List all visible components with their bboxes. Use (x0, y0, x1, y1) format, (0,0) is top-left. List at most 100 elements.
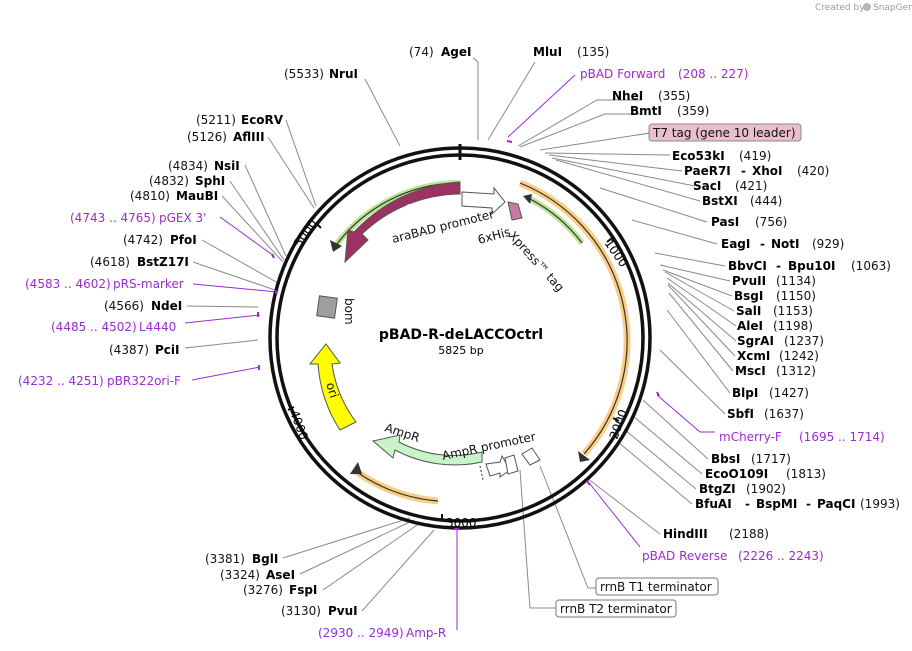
feature-t7-tag[interactable]: T7 tag (gene 10 leader) (648, 123, 802, 142)
site-FspI[interactable]: (3276) FspI (243, 583, 317, 597)
svg-text:PciI: PciI (155, 343, 180, 357)
ampR-promoter-arrow[interactable] (485, 454, 511, 478)
site-PfoI[interactable]: (4742) PfoI (123, 233, 197, 247)
svg-text:(756): (756) (755, 215, 787, 229)
svg-text:-: - (745, 497, 750, 511)
site-BbvCI-Bpu10I[interactable]: BbvCI - Bpu10I (1063) (728, 259, 891, 273)
site-BsgI[interactable]: BsgI (1150) (734, 289, 816, 303)
svg-text:PaeR7I: PaeR7I (684, 164, 731, 178)
primer-pBAD-Forward[interactable]: pBAD Forward (208 .. 227) (580, 67, 748, 81)
site-BmtI[interactable]: BmtI (359) (630, 104, 709, 118)
site-leader-lines (184, 57, 737, 612)
his6-label: 6xHis (476, 225, 512, 247)
site-NsiI[interactable]: (4834) NsiI (168, 159, 240, 173)
site-AflIII[interactable]: (5126) AflIII (187, 130, 265, 144)
svg-text:NsiI: NsiI (214, 159, 240, 173)
site-MscI[interactable]: MscI (1312) (735, 364, 816, 378)
svg-text:(1813): (1813) (786, 467, 826, 481)
site-BlpI[interactable]: BlpI (1427) (732, 386, 809, 400)
svg-text:NheI: NheI (612, 89, 643, 103)
svg-text:HindIII: HindIII (663, 527, 708, 541)
site-BtgZI[interactable]: BtgZI (1902) (699, 482, 786, 496)
site-BbsI[interactable]: BbsI (1717) (711, 452, 791, 466)
primer-mCherry-F[interactable]: mCherry-F (1695 .. 1714) (719, 430, 885, 444)
xpress-tag-label: Xpress™ tag (506, 229, 567, 295)
site-SbfI[interactable]: SbfI (1637) (727, 407, 804, 421)
svg-text:BstZ17I: BstZ17I (137, 255, 189, 269)
svg-text:pBR322ori-F: pBR322ori-F (107, 374, 181, 388)
feature-rrnB-T1-terminator[interactable]: rrnB T1 terminator (595, 577, 719, 596)
svg-text:(3324): (3324) (220, 568, 260, 582)
svg-text:PvuI: PvuI (328, 604, 358, 618)
site-NheI[interactable]: NheI (355) (612, 89, 690, 103)
primer-pBR322ori-F[interactable]: (4232 .. 4251) pBR322ori-F (18, 374, 181, 388)
svg-text:Eco53kI: Eco53kI (672, 149, 725, 163)
site-PvuII[interactable]: PvuII (1134) (732, 274, 816, 288)
svg-text:SalI: SalI (736, 304, 761, 318)
tick-marks (287, 222, 620, 521)
site-PasI[interactable]: PasI (756) (711, 215, 787, 229)
site-BfuAI-BspMI-PaqCI[interactable]: BfuAI - BspMI - PaqCI (1993) (695, 497, 900, 511)
svg-text:Amp-R: Amp-R (406, 626, 446, 640)
rrnB-T2-terminator-shape[interactable] (504, 454, 519, 475)
ori-arrow[interactable] (308, 343, 357, 431)
svg-text:(4583 .. 4602): (4583 .. 4602) (25, 277, 111, 291)
svg-text:(3130): (3130) (281, 604, 321, 618)
svg-text:(1150): (1150) (776, 289, 816, 303)
svg-text:SphI: SphI (195, 174, 225, 188)
ampR-arrow[interactable] (371, 434, 483, 466)
svg-text:AseI: AseI (266, 568, 295, 582)
svg-text:NruI: NruI (329, 67, 358, 81)
site-PvuI[interactable]: (3130) PvuI (281, 604, 358, 618)
site-SalI[interactable]: SalI (1153) (736, 304, 813, 318)
site-AseI[interactable]: (3324) AseI (220, 568, 295, 582)
araC-arrow[interactable] (344, 181, 461, 264)
site-BstZ17I[interactable]: (4618) BstZ17I (90, 255, 189, 269)
site-NdeI[interactable]: (4566) NdeI (104, 299, 182, 313)
svg-text:(4834): (4834) (168, 159, 208, 173)
primer-pGEX-3[interactable]: (4743 .. 4765) pGEX 3' (70, 211, 206, 225)
bom-box[interactable] (316, 295, 338, 319)
site-HindIII[interactable]: HindIII (2188) (663, 527, 769, 541)
site-MluI[interactable]: MluI (135) (533, 45, 609, 59)
primer-pRS-marker[interactable]: (4583 .. 4602) pRS-marker (25, 277, 184, 291)
site-SphI[interactable]: (4832) SphI (149, 174, 225, 188)
svg-text:BspMI: BspMI (756, 497, 797, 511)
xpress-tag-marker[interactable] (507, 201, 523, 221)
site-NruI[interactable]: (5533) NruI (284, 67, 358, 81)
feature-ori[interactable]: ori (308, 343, 357, 431)
svg-text:pBAD Forward: pBAD Forward (580, 67, 665, 81)
site-BstXI[interactable]: BstXI (444) (702, 194, 782, 208)
site-EagI-NotI[interactable]: EagI - NotI (929) (721, 237, 844, 251)
svg-text:EcoO109I: EcoO109I (705, 467, 768, 481)
svg-text:mCherry-F: mCherry-F (719, 430, 782, 444)
plasmid-name: pBAD-R-deLACCOctrl (379, 327, 543, 343)
site-SacI[interactable]: SacI (421) (693, 179, 767, 193)
t7-tag-box (648, 123, 802, 142)
svg-text:BfuAI: BfuAI (695, 497, 732, 511)
site-EcoRV[interactable]: (5211) EcoRV (196, 113, 284, 127)
feature-terminators[interactable] (504, 447, 541, 475)
primer-L4440[interactable]: (4485 .. 4502) L4440 (51, 320, 176, 334)
feature-rrnB-T2-terminator[interactable]: rrnB T2 terminator (555, 599, 677, 618)
site-SgrAI[interactable]: SgrAI (1237) (737, 334, 824, 348)
rrnB-T1-terminator-shape[interactable] (521, 447, 541, 466)
site-PciI[interactable]: (4387) PciI (109, 343, 180, 357)
svg-text:-: - (776, 259, 781, 273)
site-EcoO109I[interactable]: EcoO109I (1813) (705, 467, 826, 481)
primer-pBAD-Reverse[interactable]: pBAD Reverse (2226 .. 2243) (642, 549, 824, 563)
site-MauBI[interactable]: (4810) MauBI (130, 189, 218, 203)
primer-Amp-R[interactable]: (2930 .. 2949) Amp-R (318, 626, 446, 640)
site-BglI[interactable]: (3381) BglI (205, 552, 278, 566)
svg-text:(4232 .. 4251): (4232 .. 4251) (18, 374, 104, 388)
site-AgeI[interactable]: (74) AgeI (409, 45, 471, 59)
site-XcmI[interactable]: XcmI (1242) (737, 349, 819, 363)
svg-text:AgeI: AgeI (441, 45, 471, 59)
site-PaeR7I-XhoI[interactable]: PaeR7I - XhoI (420) (684, 164, 829, 178)
feature-bom[interactable]: bom (316, 295, 356, 325)
araBAD-promoter-arrow[interactable] (461, 186, 506, 216)
svg-text:(2930 .. 2949): (2930 .. 2949) (318, 626, 404, 640)
site-Eco53kI[interactable]: Eco53kI (419) (672, 149, 771, 163)
site-AleI[interactable]: AleI (1198) (737, 319, 813, 333)
